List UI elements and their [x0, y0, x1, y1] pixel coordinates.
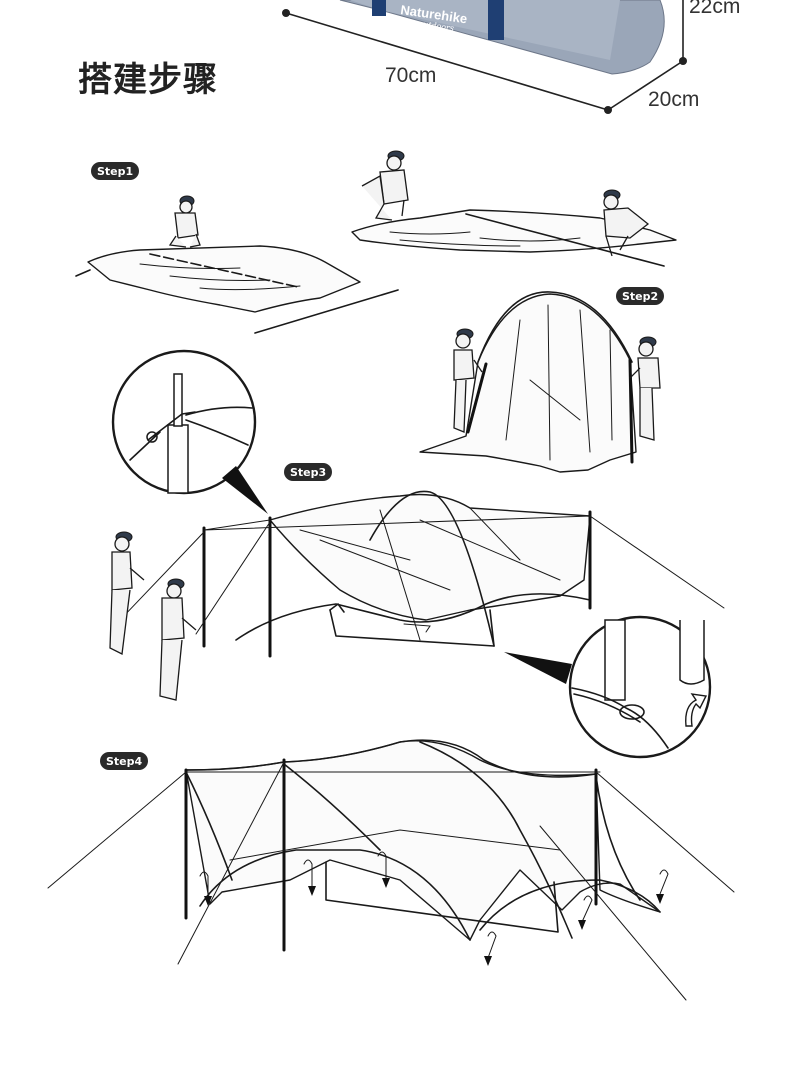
svg-text:Step2: Step2: [622, 290, 658, 303]
step1-badge: Step1: [91, 162, 139, 180]
step3-badge: Step3: [284, 463, 332, 481]
detail-circle-pole-top: [111, 349, 268, 514]
page-title: 搭建步骤: [78, 60, 218, 100]
person-walking-2: [159, 578, 197, 701]
svg-text:Step4: Step4: [106, 755, 143, 768]
detail-circle-pole-base: [504, 615, 712, 759]
person-kneeling-left: [168, 195, 201, 248]
svg-text:Step1: Step1: [97, 165, 133, 178]
dimension-lines: [282, 0, 687, 114]
depth-label: 20cm: [648, 88, 699, 111]
person-walking-1: [109, 531, 145, 655]
person-standing-left: [453, 328, 483, 433]
svg-text:Step3: Step3: [290, 466, 326, 479]
bag-strap-left: [372, 0, 386, 16]
bag-strap-right: [488, 0, 504, 40]
person-kneeling-right: [603, 189, 650, 257]
step4-badge: Step4: [100, 752, 148, 770]
person-kneeling-center: [361, 150, 409, 221]
person-standing-right: [629, 336, 661, 441]
step1-left-scene: [75, 195, 399, 334]
length-label: 70cm: [385, 64, 436, 87]
height-label: 22cm: [689, 0, 740, 18]
step2-scene: [419, 291, 661, 473]
stake-arrows: [199, 851, 669, 966]
step1-right-scene: [351, 150, 677, 267]
tent-bag: Naturehike outdoors: [339, 0, 665, 75]
step3-scene: [109, 490, 725, 701]
step4-scene: [47, 739, 735, 1001]
step2-badge: Step2: [616, 287, 664, 305]
